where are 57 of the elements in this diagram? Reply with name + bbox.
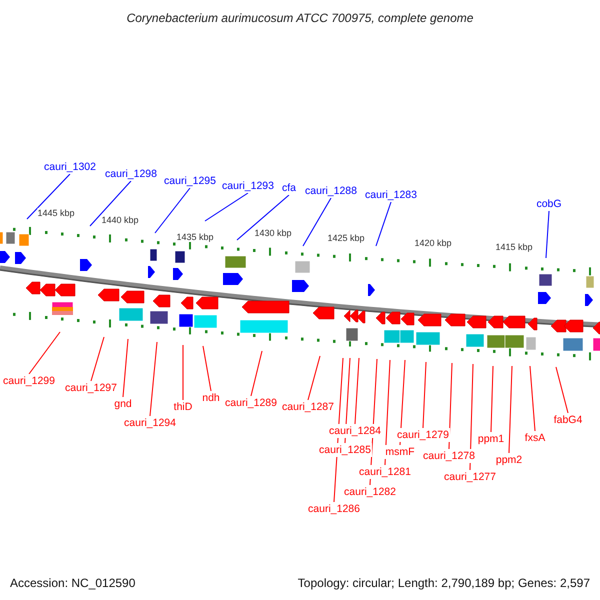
- leader-line: [546, 210, 550, 258]
- leader-line: [182, 344, 184, 400]
- leader-line: [490, 366, 494, 432]
- leader-line: [530, 366, 536, 432]
- gene-label: cauri_1295: [163, 174, 217, 188]
- scale-label: 1445 kbp: [37, 208, 75, 218]
- gene-label: cauri_1278: [422, 449, 476, 463]
- footer-text: Accession: NC_012590: [10, 577, 136, 590]
- gene-label: cauri_1302: [43, 160, 97, 174]
- gene-label: cauri_1284: [328, 424, 382, 438]
- leader-line: [508, 366, 512, 454]
- gene-label: gnd: [113, 397, 133, 411]
- scale-label: 1440 kbp: [101, 215, 139, 225]
- gene-label: cauri_1283: [364, 188, 418, 202]
- gene-label: cauri_1288: [304, 184, 358, 198]
- leader-line: [204, 192, 248, 222]
- leader-line: [26, 174, 70, 220]
- leader-line: [250, 350, 262, 396]
- scale-label: 1420 kbp: [414, 238, 452, 248]
- leader-line: [376, 202, 392, 246]
- gene-label: cauri_1299: [2, 374, 56, 388]
- gene-label: cauri_1294: [123, 416, 177, 430]
- gene-label: cauri_1282: [343, 485, 397, 499]
- leader-line: [302, 198, 332, 246]
- leader-line: [28, 332, 60, 374]
- leader-line: [354, 358, 360, 424]
- scale-label: 1430 kbp: [254, 228, 292, 238]
- leader-line: [90, 180, 132, 226]
- gene-label: ppm2: [494, 453, 524, 467]
- leader-line: [122, 338, 128, 398]
- leader-line: [556, 366, 568, 414]
- leader-line: [422, 362, 426, 428]
- footer-text: Topology: circular; Length: 2,790,189 bp; Genes: 2,597: [298, 577, 590, 590]
- scale-label: 1435 kbp: [176, 232, 214, 242]
- gene-label: cauri_1287: [281, 400, 335, 414]
- gene-label: cauri_1281: [358, 465, 412, 479]
- leader-line: [154, 188, 190, 234]
- gene-label: cauri_1289: [224, 396, 278, 410]
- gene-label: cauri_1293: [221, 179, 275, 193]
- gene-label: cauri_1285: [318, 443, 372, 457]
- leader-line: [384, 360, 390, 466]
- gene-label: cauri_1277: [443, 470, 497, 484]
- leader-line: [150, 342, 158, 416]
- gene-label: cauri_1297: [64, 381, 118, 395]
- gene-label: cauri_1298: [104, 167, 158, 181]
- scale-label: 1425 kbp: [327, 233, 365, 243]
- leader-line: [236, 194, 290, 240]
- leader-line: [202, 346, 212, 392]
- gene-label: cauri_1286: [307, 502, 361, 516]
- title: Corynebacterium aurimucosum ATCC 700975, complete genome: [126, 10, 474, 26]
- gene-label: cauri_1279: [396, 428, 450, 442]
- leader-line: [308, 356, 320, 400]
- gene-label: msmF: [384, 445, 416, 459]
- scale-label: 1415 kbp: [495, 242, 533, 252]
- gene-label: cfa: [281, 181, 297, 195]
- leader-line: [90, 336, 104, 382]
- gene-label: ppm1: [476, 432, 506, 446]
